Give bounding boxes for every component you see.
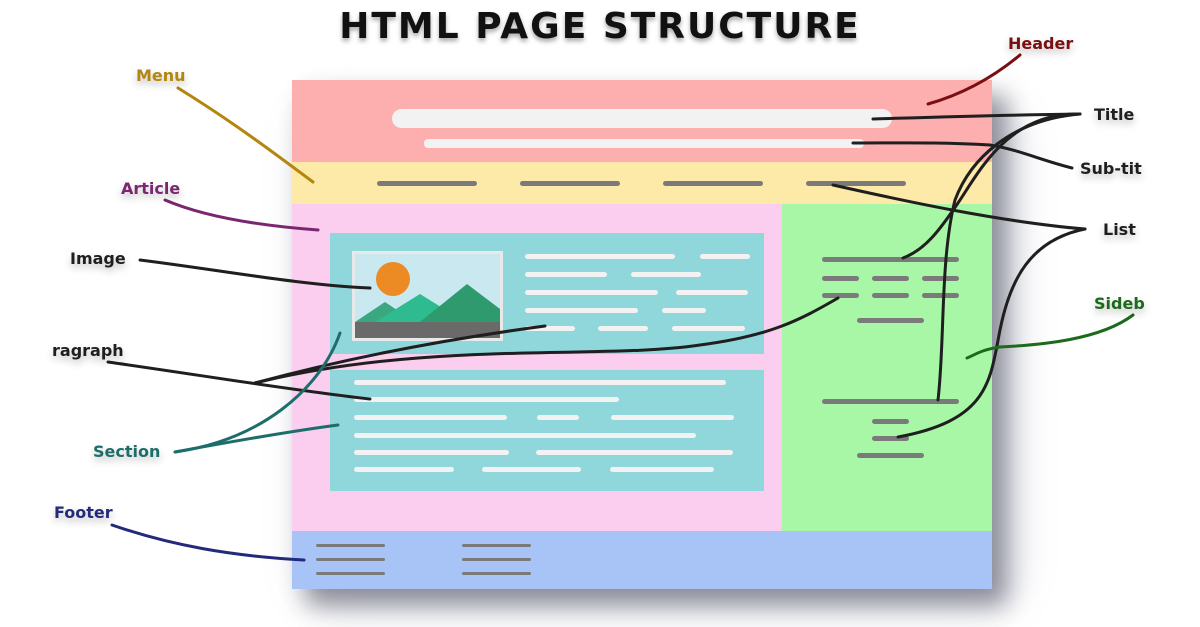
- footer-line: [316, 558, 385, 561]
- title-bar: [392, 109, 892, 128]
- footer-line: [316, 572, 385, 575]
- label-list: List: [1103, 220, 1136, 239]
- paragraph-line: [482, 467, 581, 472]
- label-paragraph: ragraph: [52, 341, 124, 360]
- paragraph-line: [700, 254, 750, 259]
- list-item: [922, 276, 959, 281]
- footer-line: [462, 544, 531, 547]
- paragraph-line: [672, 326, 745, 331]
- footer-line: [316, 544, 385, 547]
- menu-item: [520, 181, 620, 186]
- label-header: Header: [1008, 34, 1074, 53]
- paragraph-line: [598, 326, 648, 331]
- paragraph-line: [354, 415, 507, 420]
- footer-line: [462, 572, 531, 575]
- paragraph-line: [525, 308, 638, 313]
- list-item: [822, 257, 959, 262]
- label-footer: Footer: [54, 503, 113, 522]
- label-menu: Menu: [136, 66, 186, 85]
- label-sidebar: Sideb: [1094, 294, 1145, 313]
- paragraph-line: [525, 290, 658, 295]
- article-region: [292, 204, 782, 531]
- paragraph-line: [676, 290, 748, 295]
- paragraph-line: [611, 415, 734, 420]
- paragraph-line: [525, 254, 675, 259]
- paragraph-line: [354, 397, 619, 402]
- list-item: [857, 453, 924, 458]
- menu-item: [806, 181, 906, 186]
- label-title: Title: [1094, 105, 1135, 124]
- list-item: [872, 293, 909, 298]
- label-subtitle: Sub-tit: [1080, 159, 1142, 178]
- image-placeholder-icon: [352, 251, 503, 341]
- list-item: [922, 293, 959, 298]
- label-image: Image: [70, 249, 126, 268]
- menu-region: [292, 162, 992, 204]
- menu-item: [663, 181, 763, 186]
- paragraph-line: [610, 467, 714, 472]
- sidebar-region: [782, 204, 992, 531]
- list-item: [872, 436, 909, 441]
- paragraph-line: [354, 450, 509, 455]
- paragraph-line: [525, 272, 607, 277]
- paragraph-line: [354, 380, 726, 385]
- label-article: Article: [121, 179, 181, 198]
- paragraph-line: [631, 272, 701, 277]
- paragraph-line: [525, 326, 575, 331]
- mountain-icon: [355, 284, 500, 338]
- connector-footer: [110, 523, 306, 562]
- paragraph-line: [536, 450, 733, 455]
- list-item: [857, 318, 924, 323]
- list-item: [822, 293, 859, 298]
- section-1: [330, 233, 764, 354]
- paragraph-line: [537, 415, 579, 420]
- webpage-mockup: [292, 80, 992, 589]
- label-section: Section: [93, 442, 161, 461]
- paragraph-line: [354, 433, 696, 438]
- paragraph-line: [662, 308, 706, 313]
- list-item: [872, 276, 909, 281]
- footer-line: [462, 558, 531, 561]
- list-item: [822, 276, 859, 281]
- page-title: HTML PAGE STRUCTURE: [339, 6, 861, 47]
- list-item: [872, 419, 909, 424]
- list-item: [822, 399, 959, 404]
- section-2: [330, 370, 764, 491]
- sun-icon: [376, 262, 410, 296]
- paragraph-line: [354, 467, 454, 472]
- header-region: [292, 80, 992, 162]
- subtitle-bar: [424, 139, 864, 148]
- footer-region: [292, 531, 992, 589]
- menu-item: [377, 181, 477, 186]
